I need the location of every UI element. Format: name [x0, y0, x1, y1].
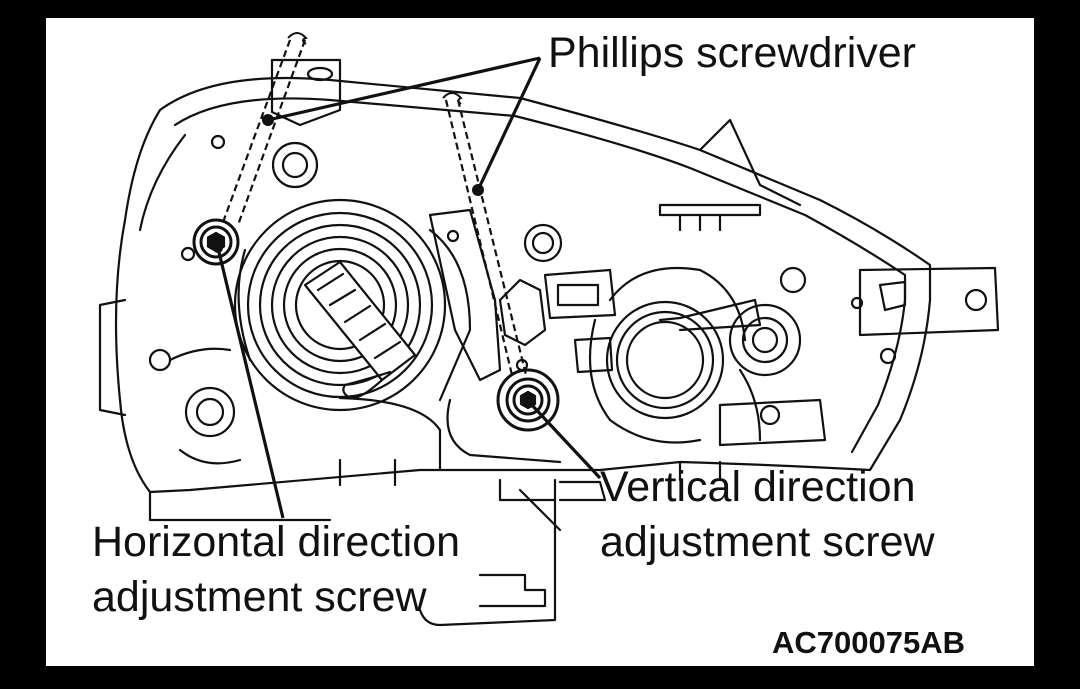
- horizontal-adjustment-screw-graphic: [192, 218, 240, 266]
- top-mounting-tab: [270, 58, 342, 127]
- screwdriver-tips: [287, 32, 463, 105]
- vertical-direction-label-line2: adjustment screw: [600, 518, 935, 566]
- leader-dots: [213, 114, 535, 408]
- lower-housing: [338, 458, 722, 627]
- vertical-direction-label-line1: Vertical direction: [600, 463, 916, 511]
- horizontal-direction-label-line1: Horizontal direction: [92, 518, 461, 566]
- bulb-connector: [303, 260, 442, 472]
- right-mounting-bracket: [850, 266, 1000, 365]
- left-bosses: [148, 134, 319, 465]
- figure-code: AC700075AB: [772, 625, 965, 660]
- center-panel: [428, 208, 563, 464]
- projector-assembly: [543, 266, 827, 447]
- phillips-screwdriver-label: Phillips screwdriver: [548, 29, 916, 77]
- phillips-screwdrivers: [220, 39, 528, 376]
- leader-lines: [216, 56, 602, 519]
- main-reflector: [233, 198, 472, 412]
- horizontal-direction-label-line2: adjustment screw: [92, 573, 427, 621]
